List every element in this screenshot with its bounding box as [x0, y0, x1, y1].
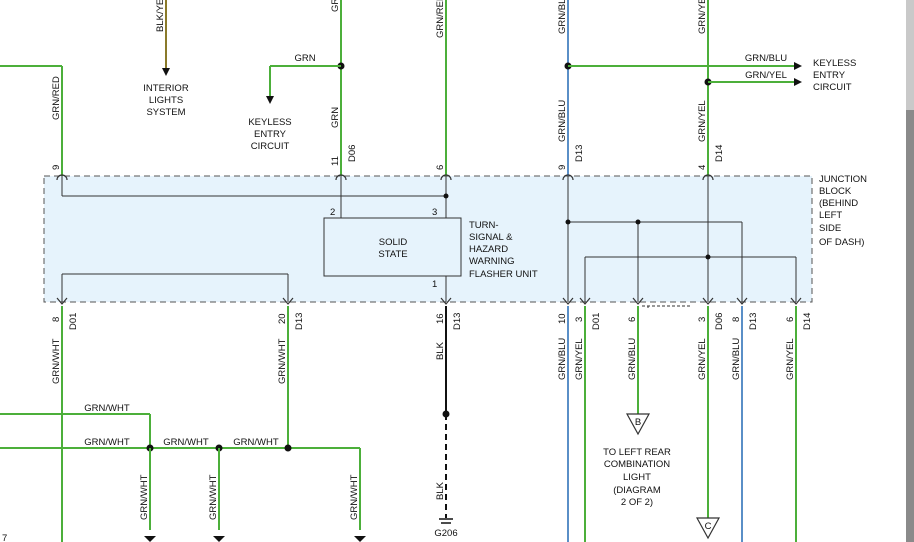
left-rear-line4: (DIAGRAM	[613, 485, 661, 496]
jb-line5: SIDE	[819, 223, 841, 234]
interior-lights-line2: LIGHTS	[149, 95, 183, 106]
connector-c-label: C	[705, 521, 712, 532]
label-grn-blu-top: GRN/BLU	[557, 0, 568, 34]
bot-circuit-d06: D06	[714, 313, 725, 330]
lower-h4: GRN/WHT	[233, 437, 279, 448]
flasher-line5: FLASHER UNIT	[469, 269, 538, 280]
label-grn-blu-mid: GRN/BLU	[557, 100, 568, 142]
bot-wire-4: GRN/BLU	[557, 338, 568, 380]
keyless-right-line2: ENTRY	[813, 70, 846, 81]
left-rear-line1: TO LEFT REAR	[603, 447, 671, 458]
label-grn-red-top: GRN/RED	[435, 0, 446, 38]
corner-label: 7	[2, 533, 7, 542]
bot-circuit-d13-c: D13	[748, 313, 759, 330]
left-rear-line5: 2 OF 2)	[621, 497, 653, 508]
blk-lower: BLK	[435, 481, 446, 500]
jb-line6: OF DASH)	[819, 237, 864, 248]
label-grn-yel-top: GRN/YEL	[697, 0, 708, 34]
lower-h2: GRN/WHT	[84, 437, 130, 448]
jb-line4: LEFT	[819, 210, 842, 221]
label-grn-branch: GRN	[294, 53, 315, 64]
jb-line3: (BEHIND	[819, 198, 858, 209]
label-grn-top: GRN	[330, 0, 341, 12]
bot-pin-6-b: 6	[785, 317, 796, 322]
flasher-pin-2: 2	[330, 207, 335, 218]
flasher-line4: WARNING	[469, 256, 515, 267]
top-circuit-d13: D13	[574, 145, 585, 162]
top-pin-4: 4	[697, 165, 708, 170]
interior-lights-line1: INTERIOR	[143, 83, 189, 94]
keyless-right-line3: CIRCUIT	[813, 82, 852, 93]
keyless-left-line2: ENTRY	[254, 129, 287, 140]
flasher-line3: HAZARD	[469, 244, 508, 255]
bot-pin-10: 10	[557, 313, 568, 324]
interior-lights-line3: SYSTEM	[146, 107, 185, 118]
top-circuit-d14: D14	[714, 145, 725, 162]
bot-pin-6-a: 6	[627, 317, 638, 322]
top-pin-6: 6	[435, 165, 446, 170]
bot-circuit-d13-a: D13	[294, 313, 305, 330]
label-grn-blu-right: GRN/BLU	[745, 53, 787, 64]
keyless-left-line3: CIRCUIT	[251, 141, 290, 152]
label-grn-yel-mid: GRN/YEL	[697, 100, 708, 142]
flasher-line2: SIGNAL &	[469, 232, 513, 243]
bot-wire-9: GRN/YEL	[785, 338, 796, 380]
solid-state-line1: SOLID	[379, 237, 408, 248]
left-rear-line2: COMBINATION	[604, 459, 670, 470]
lower-h3: GRN/WHT	[163, 437, 209, 448]
label-grn-red-left: GRN/RED	[51, 76, 62, 120]
top-pin-9-d13: 9	[557, 165, 568, 170]
right-edge-strip	[906, 0, 914, 542]
solid-state-line2: STATE	[378, 249, 407, 260]
ground-label: G206	[434, 528, 457, 539]
keyless-right-line1: KEYLESS	[813, 58, 856, 69]
lower-v3: GRN/WHT	[349, 474, 360, 520]
solid-state-box	[323, 217, 462, 277]
bot-wire-8: GRN/BLU	[731, 338, 742, 380]
label-grn-yel-right: GRN/YEL	[745, 70, 787, 81]
lower-v2: GRN/WHT	[208, 474, 219, 520]
flasher-pin-3: 3	[432, 207, 437, 218]
connector-b	[625, 413, 651, 436]
keyless-left-line1: KEYLESS	[248, 117, 291, 128]
bot-circuit-d13-b: D13	[452, 313, 463, 330]
bot-wire-7: GRN/YEL	[697, 338, 708, 380]
bot-wire-2: GRN/WHT	[277, 338, 288, 384]
bot-wire-3: BLK	[435, 341, 446, 360]
bot-wire-1: GRN/WHT	[51, 338, 62, 384]
bot-wire-6: GRN/BLU	[627, 338, 638, 380]
bot-circuit-d01-b: D01	[591, 313, 602, 330]
bot-pin-3-a: 3	[574, 317, 585, 322]
label-blk-yel: BLK/YEL	[155, 0, 166, 32]
top-pin-11: 11	[330, 156, 341, 166]
bot-pin-20: 20	[277, 313, 288, 324]
lower-v1: GRN/WHT	[139, 474, 150, 520]
jb-line2: BLOCK	[819, 186, 852, 197]
left-rear-line3: LIGHT	[623, 472, 651, 483]
bot-pin-8-b: 8	[731, 317, 742, 322]
connector-c	[695, 517, 721, 540]
top-pin-9: 9	[51, 165, 62, 170]
flasher-line1: TURN-	[469, 220, 499, 231]
bot-circuit-d14: D14	[802, 313, 813, 330]
bot-pin-8: 8	[51, 317, 62, 322]
label-grn-drop: GRN	[330, 107, 341, 128]
lower-h1: GRN/WHT	[84, 403, 130, 414]
top-circuit-d06: D06	[347, 145, 358, 162]
bot-pin-3-b: 3	[697, 317, 708, 322]
jb-line1: JUNCTION	[819, 174, 867, 185]
connector-b-label: B	[635, 417, 641, 428]
bot-pin-16: 16	[435, 313, 446, 324]
bot-circuit-d01: D01	[68, 313, 79, 330]
flasher-pin-1: 1	[432, 279, 437, 290]
bot-wire-5: GRN/YEL	[574, 338, 585, 380]
